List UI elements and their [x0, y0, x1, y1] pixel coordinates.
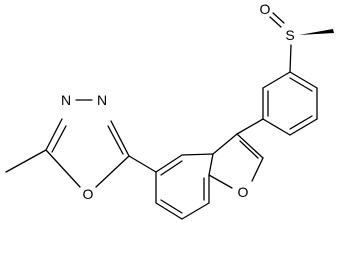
bond-ph-6	[262, 71, 291, 89]
bond-oxd-c2-n3-inner	[107, 125, 124, 155]
atom-sulfur: S	[285, 27, 294, 43]
bond-ph-inner-1	[289, 77, 313, 92]
atom-oxadiazole-oxygen: O	[83, 186, 94, 202]
bond-s-methyl-wedge	[299, 29, 334, 35]
atom-furan-oxygen: O	[238, 184, 249, 200]
atom-oxadiazole-n1: N	[97, 92, 107, 108]
bond-c3-c2-inner	[239, 140, 259, 159]
bond-bz-1	[208, 153, 214, 176]
atom-oxadiazole-n2: N	[61, 92, 71, 108]
bond-o-c7a	[208, 174, 233, 189]
bond-bz-inner-1	[160, 160, 183, 176]
bond-bz-6	[181, 202, 210, 220]
bond-bz-5	[155, 202, 183, 220]
bond-bz-2	[181, 153, 214, 156]
bond-bf-oxd	[128, 155, 157, 173]
bond-ph-bf	[236, 118, 264, 135]
bond-ph-1	[289, 71, 318, 89]
bond-oxd-c2-n3	[110, 120, 130, 157]
atom-sulfoxide-oxygen: O	[260, 1, 271, 17]
bond-c2-o	[251, 157, 264, 182]
bond-c3-c2	[236, 133, 264, 159]
bond-ph-3	[289, 118, 318, 136]
bond-oxd-methyl	[5, 149, 47, 173]
bond-ph-4	[262, 118, 291, 136]
bond-s-o-2	[272, 12, 285, 24]
bond-oxd-n4-c5	[45, 118, 63, 151]
bond-ph-inner-2	[289, 115, 313, 130]
bond-bz-3	[155, 154, 183, 173]
bond-s-o-1	[269, 16, 282, 28]
bond-bz-inner-2	[160, 199, 183, 214]
bond-oxd-c5-o	[45, 149, 81, 188]
bond-c3-c3a	[212, 133, 238, 155]
bond-s-aryl	[289, 44, 292, 73]
bond-oxd-n4-c5-inner	[51, 125, 67, 153]
bond-oxd-o-c2	[95, 155, 130, 188]
